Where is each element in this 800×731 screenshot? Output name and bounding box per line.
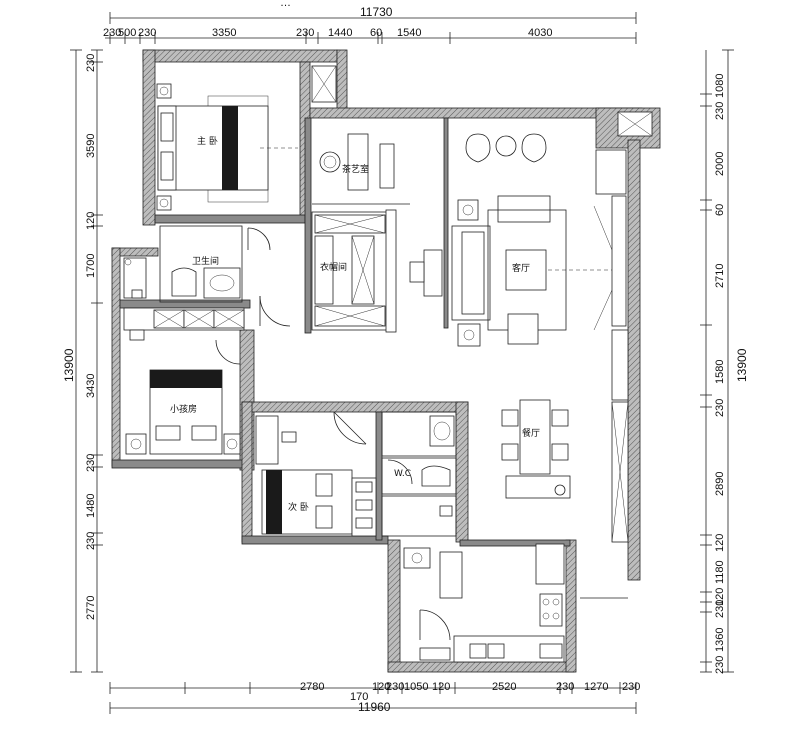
master-bedroom: 主 卧 <box>156 65 337 211</box>
left-total-dimension: 13900 <box>62 348 76 382</box>
kitchen <box>403 543 565 663</box>
left-dim-3: 120 <box>85 212 97 230</box>
right-dim-13: 1360 <box>714 628 726 652</box>
left-tick-marks <box>91 49 103 673</box>
top-total-dimension: 11730 <box>360 5 393 19</box>
left-dimensions: 230 3590 120 1700 3430 230 1480 230 2770… <box>62 49 103 673</box>
bottom-dim-2: 120 <box>372 681 390 693</box>
top-dim-9: 4030 <box>528 27 552 39</box>
right-dim-3: 2000 <box>714 152 726 176</box>
right-dim-1: 230 <box>714 102 726 120</box>
wc-area: W.C <box>381 411 457 537</box>
right-tick-marks <box>700 93 712 673</box>
header-partial-title: … <box>280 0 291 9</box>
right-dim-6: 1580 <box>714 360 726 384</box>
dining-table <box>519 399 551 475</box>
right-dim-4: 60 <box>714 204 726 216</box>
left-dim-5: 3430 <box>85 374 97 398</box>
right-dim-5: 2710 <box>714 264 726 288</box>
bottom-dim-9: 230 <box>622 681 640 693</box>
top-dim-5: 230 <box>296 27 314 39</box>
left-dim-2: 3590 <box>85 134 97 158</box>
bottom-dim-8: 1270 <box>584 681 608 693</box>
bathroom: 卫生间 <box>123 225 271 303</box>
top-dim-3: 230 <box>138 27 156 39</box>
bottom-dim-1: 2780 <box>300 681 324 693</box>
left-dim-7: 1480 <box>85 494 97 518</box>
right-dim-14: 230 <box>714 656 726 674</box>
right-dim-8: 2890 <box>714 472 726 496</box>
left-dim-1: 230 <box>85 54 97 72</box>
closet: 衣帽间 <box>311 209 397 333</box>
bathroom-label: 卫生间 <box>192 255 219 267</box>
left-dim-4: 1700 <box>85 254 97 278</box>
left-dim-9: 2770 <box>85 596 97 620</box>
bottom-dim-5: 120 <box>432 681 450 693</box>
top-dim-7: 60 <box>370 27 382 39</box>
top-dimensions: … 11730 230 500 230 3350 230 1440 60 154… <box>103 0 637 44</box>
left-dim-6: 230 <box>85 454 97 472</box>
closet-label: 衣帽间 <box>320 261 347 273</box>
living-room-label: 客厅 <box>512 262 530 274</box>
top-dim-2: 500 <box>118 27 136 39</box>
second-bedroom-label: 次 卧 <box>288 501 309 513</box>
bottom-dimensions: 2780 120 230 1050 120 2520 230 1270 230 … <box>109 681 640 714</box>
bottom-dim-3: 230 <box>386 681 404 693</box>
right-dimensions: 230 1080 2000 60 2710 1580 230 2890 120 … <box>700 49 749 674</box>
bottom-tick-marks <box>109 682 637 714</box>
wc-label: W.C <box>394 469 411 479</box>
bottom-total-dimension: 11960 <box>358 700 391 714</box>
bottom-dim-6: 2520 <box>492 681 516 693</box>
master-bedroom-label: 主 卧 <box>197 135 218 147</box>
right-dim-10: 1180 <box>714 560 726 584</box>
right-dim-2: 1080 <box>714 74 726 98</box>
left-dim-8: 230 <box>85 532 97 550</box>
top-dim-8: 1540 <box>397 27 421 39</box>
right-total-dimension: 13900 <box>735 348 749 382</box>
right-dim-12: 230 <box>714 600 726 618</box>
right-dim-11: 120 <box>714 588 726 606</box>
dining-room-label: 餐厅 <box>522 427 540 439</box>
living-room: 客厅 <box>409 111 653 347</box>
top-dim-1: 230 <box>103 27 121 39</box>
right-dim-7: 230 <box>714 399 726 417</box>
kids-room: 小孩房 <box>125 369 241 455</box>
tea-room: 茶艺室 <box>312 133 410 205</box>
top-dim-6: 1440 <box>328 27 352 39</box>
bed-runner <box>222 106 238 190</box>
right-dim-9: 120 <box>714 534 726 552</box>
bottom-dim-4: 1050 <box>404 681 428 693</box>
bottom-dim-7: 230 <box>556 681 574 693</box>
corridor-cabinets <box>123 295 291 365</box>
second-bedroom: 次 卧 <box>255 411 377 537</box>
top-tick-marks <box>109 32 637 44</box>
bottom-sub-total-dimension: 170 <box>350 691 368 703</box>
tea-room-label: 茶艺室 <box>342 163 369 175</box>
kids-room-label: 小孩房 <box>170 403 197 415</box>
top-dim-4: 3350 <box>212 27 236 39</box>
dining-room: 餐厅 <box>501 329 629 599</box>
